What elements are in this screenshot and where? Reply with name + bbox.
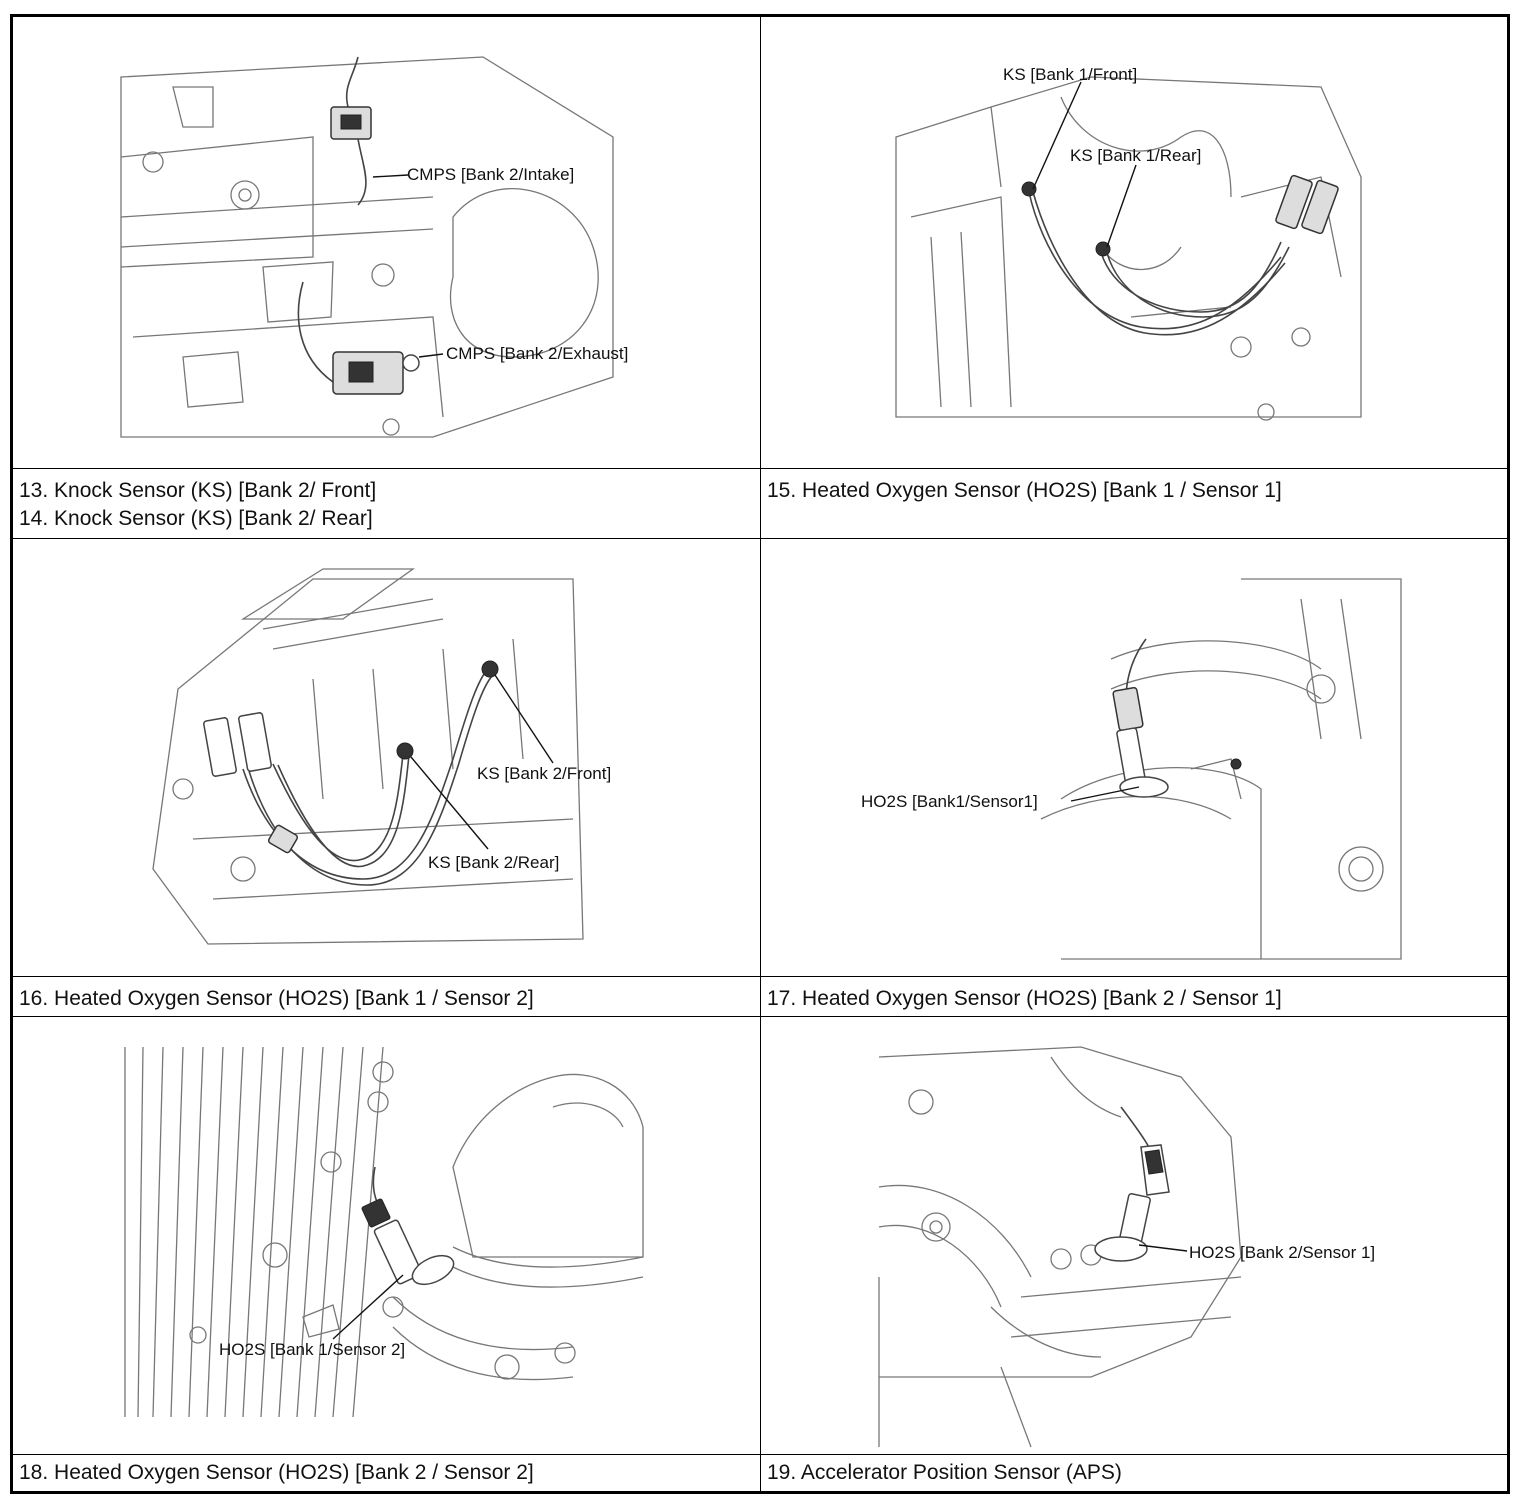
- caption-row-1: 13. Knock Sensor (KS) [Bank 2/ Front] 14…: [13, 469, 1507, 539]
- caption-cell-19: 19. Accelerator Position Sensor (APS): [761, 1455, 1507, 1491]
- ks-bank1-engine-illustration: KS [Bank 1/Front] KS [Bank 1/Rear]: [895, 65, 1362, 421]
- callout-ho2s-bank1-sensor1: HO2S [Bank1/Sensor1]: [861, 792, 1038, 811]
- caption-14: 14. Knock Sensor (KS) [Bank 2/ Rear]: [19, 507, 373, 530]
- cmps-engine-illustration: CMPS [Bank 2/Intake] CMPS [Bank 2/Exhaus…: [120, 56, 628, 438]
- ho2s-bank1-sensor2-illustration: HO2S [Bank 1/Sensor 2]: [124, 1046, 644, 1418]
- caption-cell-18: 18. Heated Oxygen Sensor (HO2S) [Bank 2 …: [13, 1455, 761, 1491]
- ks-bank2-engine-illustration: KS [Bank 2/Front] KS [Bank 2/Rear]: [152, 568, 611, 945]
- figure-ks-bank2: KS [Bank 2/Front] KS [Bank 2/Rear]: [13, 539, 761, 977]
- caption-13: 13. Knock Sensor (KS) [Bank 2/ Front]: [19, 479, 377, 502]
- sensor-location-table: CMPS [Bank 2/Intake] CMPS [Bank 2/Exhaus…: [10, 14, 1510, 1494]
- figure-cmps-bank2: CMPS [Bank 2/Intake] CMPS [Bank 2/Exhaus…: [13, 17, 761, 469]
- figure-ks-bank1: KS [Bank 1/Front] KS [Bank 1/Rear]: [761, 17, 1507, 469]
- image-row-2: KS [Bank 2/Front] KS [Bank 2/Rear]: [13, 539, 1507, 977]
- caption-row-2: 16. Heated Oxygen Sensor (HO2S) [Bank 1 …: [13, 977, 1507, 1017]
- caption-cell-16: 16. Heated Oxygen Sensor (HO2S) [Bank 1 …: [13, 977, 761, 1017]
- caption-cell-15: 15. Heated Oxygen Sensor (HO2S) [Bank 1 …: [761, 469, 1507, 539]
- ho2s-bank2-sensor1-illustration: HO2S [Bank 2/Sensor 1]: [878, 1046, 1375, 1448]
- image-row-3: HO2S [Bank 1/Sensor 2]: [13, 1017, 1507, 1455]
- caption-19: 19. Accelerator Position Sensor (APS): [767, 1461, 1122, 1484]
- callout-ho2s-bank1-sensor2: HO2S [Bank 1/Sensor 2]: [219, 1340, 405, 1359]
- figure-ho2s-bank1-sensor1: HO2S [Bank1/Sensor1]: [761, 539, 1507, 977]
- caption-row-3: 18. Heated Oxygen Sensor (HO2S) [Bank 2 …: [13, 1455, 1507, 1491]
- figure-ho2s-bank2-sensor1: HO2S [Bank 2/Sensor 1]: [761, 1017, 1507, 1455]
- caption-15: 15. Heated Oxygen Sensor (HO2S) [Bank 1 …: [767, 479, 1282, 502]
- caption-18: 18. Heated Oxygen Sensor (HO2S) [Bank 2 …: [19, 1461, 534, 1484]
- ho2s-bank1-sensor1-illustration: HO2S [Bank1/Sensor1]: [861, 578, 1402, 960]
- callout-cmps-exhaust: CMPS [Bank 2/Exhaust]: [446, 344, 628, 363]
- transmission-fins: [124, 1046, 384, 1418]
- callout-ks-bank2-front: KS [Bank 2/Front]: [477, 764, 611, 783]
- callout-ks-bank2-rear: KS [Bank 2/Rear]: [428, 853, 559, 872]
- callout-ks-bank1-front: KS [Bank 1/Front]: [1003, 65, 1137, 84]
- caption-16: 16. Heated Oxygen Sensor (HO2S) [Bank 1 …: [19, 987, 534, 1010]
- callout-ho2s-bank2-sensor1: HO2S [Bank 2/Sensor 1]: [1189, 1243, 1375, 1262]
- caption-17: 17. Heated Oxygen Sensor (HO2S) [Bank 2 …: [767, 987, 1282, 1010]
- figure-ho2s-bank1-sensor2: HO2S [Bank 1/Sensor 2]: [13, 1017, 761, 1455]
- callout-ks-bank1-rear: KS [Bank 1/Rear]: [1070, 146, 1201, 165]
- caption-cell-13-14: 13. Knock Sensor (KS) [Bank 2/ Front] 14…: [13, 469, 761, 539]
- image-row-1: CMPS [Bank 2/Intake] CMPS [Bank 2/Exhaus…: [13, 17, 1507, 469]
- callout-cmps-intake: CMPS [Bank 2/Intake]: [407, 165, 574, 184]
- caption-cell-17: 17. Heated Oxygen Sensor (HO2S) [Bank 2 …: [761, 977, 1507, 1017]
